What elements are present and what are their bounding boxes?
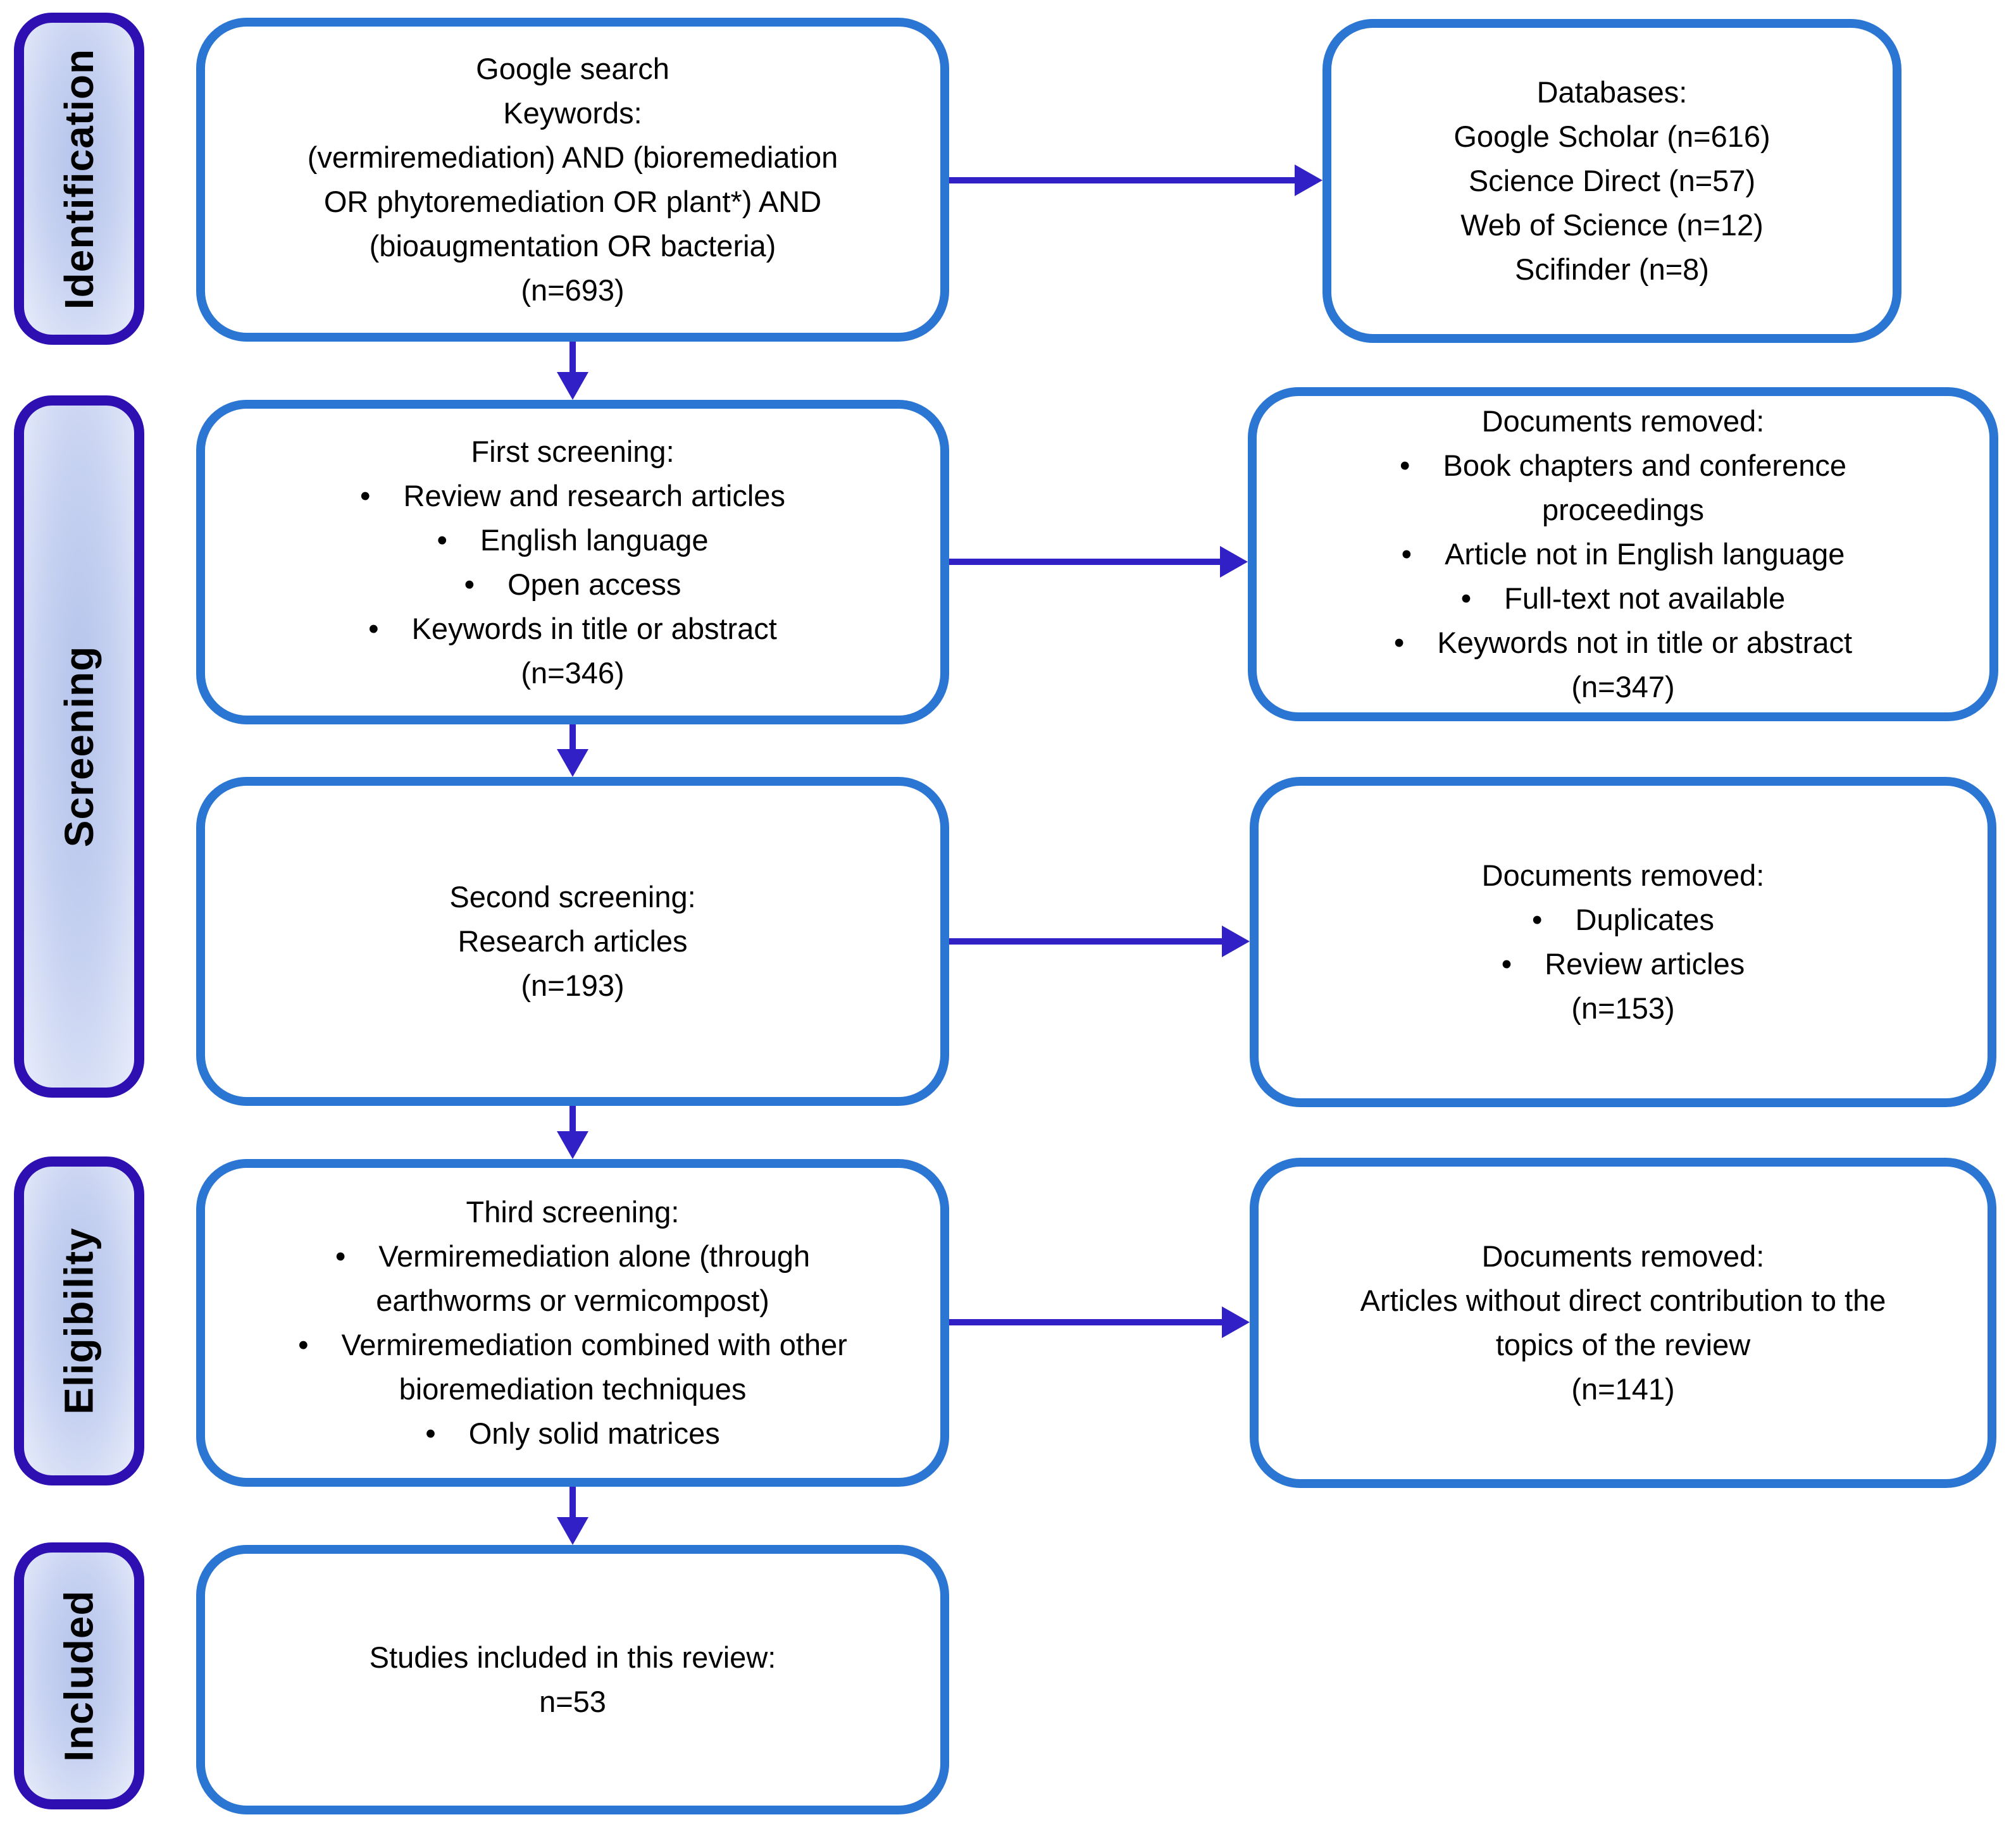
box-text: Only solid matrices (468, 1417, 720, 1450)
stage-label: Identification (56, 48, 102, 309)
box-text: Review articles (1545, 947, 1745, 981)
box-text: English language (480, 523, 709, 557)
box-text-line: • Keywords not in title or abstract (1394, 621, 1852, 665)
box-studies-included: Studies included in this review: n=53 (196, 1545, 949, 1814)
box-text-line: (n=347) (1571, 670, 1675, 704)
box-text: Review and research articles (403, 478, 785, 512)
box-text-line: Documents removed: (1481, 859, 1765, 892)
bullet-marker: • (1501, 947, 1512, 981)
stage-eligibility: Eligibility (14, 1156, 144, 1485)
bullet-marker: • (368, 611, 379, 645)
box-text-line: • Vermiremediation combined with other (298, 1323, 847, 1367)
box-second-screening: Second screening: Research articles (n=193… (196, 777, 949, 1106)
arrow-down-4 (569, 1487, 576, 1517)
box-text-line: • Keywords in title or abstract (368, 607, 777, 651)
bullet-marker: • (1401, 537, 1412, 571)
box-text: Duplicates (1575, 903, 1714, 936)
box-text-line: (n=141) (1571, 1372, 1675, 1406)
bullet-marker: • (360, 478, 371, 512)
bullet-marker: • (1532, 903, 1543, 936)
box-text-line: Science Direct (n=57) (1468, 164, 1756, 197)
box-text-line: Documents removed: (1481, 404, 1765, 438)
box-text: Full-text not available (1504, 581, 1786, 615)
box-text-line: • Review articles (1502, 942, 1745, 986)
box-text-line: n=53 (539, 1685, 606, 1718)
box-databases: Databases: Google Scholar (n=616) Science … (1322, 19, 1901, 343)
stage-identification: Identification (14, 13, 144, 345)
bullet-marker: • (425, 1417, 436, 1450)
box-text-line: (vermiremediation) AND (bioremediation (307, 140, 838, 174)
arrow-down-2 (569, 724, 576, 749)
box-text-line: (n=346) (521, 655, 625, 690)
box-text-line: Documents removed: (1481, 1239, 1765, 1273)
box-text-line: Google search (476, 52, 669, 85)
box-documents-removed-3: Documents removed: Articles without direc… (1250, 1158, 1996, 1488)
box-text: Article not in English language (1445, 537, 1845, 571)
stage-screening: Screening (14, 395, 144, 1098)
box-text-line: bioremediation techniques (399, 1372, 747, 1406)
bullet-marker: • (1393, 626, 1405, 659)
box-text-line: proceedings (1541, 493, 1705, 526)
box-text-line: • Article not in English language (1402, 532, 1845, 576)
box-text-line: Articles without direct contribution to … (1360, 1284, 1886, 1317)
stage-included: Included (14, 1542, 144, 1809)
stage-label: Included (56, 1590, 102, 1762)
box-text-line: Research articles (457, 924, 688, 958)
box-text: Keywords in title or abstract (411, 611, 777, 645)
box-text: Vermiremediation alone (through (378, 1239, 811, 1273)
bullet-marker: • (437, 523, 447, 557)
bullet-marker: • (335, 1239, 346, 1273)
stage-label: Eligibility (56, 1227, 102, 1415)
box-text-line: (n=693) (521, 273, 625, 307)
box-text-line: • English language (437, 518, 708, 562)
bullet-marker: • (464, 567, 475, 601)
box-text-line: • Book chapters and conference (1400, 443, 1846, 488)
box-text-line: (n=193) (521, 969, 625, 1002)
box-text-line: Web of Science (n=12) (1460, 208, 1764, 242)
arrow-down-3 (569, 1106, 576, 1131)
box-text-line: topics of the review (1495, 1328, 1751, 1361)
box-text-line: (bioaugmentation OR bacteria) (369, 229, 776, 263)
box-text-line: • Only solid matrices (425, 1411, 719, 1456)
arrow-down-1 (569, 342, 576, 372)
box-text-line: OR phytoremediation OR plant*) AND (323, 185, 822, 218)
bullet-marker: • (298, 1328, 309, 1361)
bullet-marker: • (1460, 581, 1472, 615)
box-text-line: • Duplicates (1532, 898, 1714, 942)
box-text-line: (n=153) (1571, 991, 1675, 1025)
box-text: Open access (507, 567, 681, 601)
box-text-line: Google Scholar (n=616) (1453, 120, 1770, 153)
arrow-right-4 (949, 1319, 1222, 1325)
box-text-line: earthworms or vermicompost) (376, 1284, 769, 1317)
box-text-line: • Review and research articles (360, 474, 785, 518)
bullet-marker: • (1400, 449, 1410, 482)
box-text-line: Databases: (1536, 75, 1688, 109)
box-text-line: • Full-text not available (1461, 576, 1786, 621)
box-text-line: Keywords: (503, 96, 642, 130)
arrow-right-1 (949, 177, 1295, 183)
box-text-line: • Vermiremediation alone (through (335, 1234, 810, 1279)
box-first-screening: First screening: • Review and research art… (196, 400, 949, 724)
box-text: Vermiremediation combined with other (341, 1328, 847, 1361)
box-third-screening: Third screening: • Vermiremediation alone … (196, 1159, 949, 1487)
box-documents-removed-1: Documents removed: • Book chapters and con… (1248, 387, 1998, 721)
box-text: Keywords not in title or abstract (1437, 626, 1853, 659)
box-text-line: Third screening: (466, 1195, 680, 1229)
box-text: Book chapters and conference (1443, 449, 1846, 482)
box-text-line: Second screening: (449, 880, 696, 914)
arrow-right-3 (949, 938, 1222, 945)
stage-label: Screening (56, 645, 102, 848)
box-text-line: Studies included in this review: (369, 1640, 776, 1674)
box-documents-removed-2: Documents removed:•Duplicates•Review art… (1250, 777, 1996, 1107)
box-text-line: • Open access (464, 562, 681, 607)
box-text-line: First screening: (471, 434, 675, 468)
box-text-line: Scifinder (n=8) (1515, 252, 1709, 286)
arrow-right-2 (949, 559, 1220, 565)
